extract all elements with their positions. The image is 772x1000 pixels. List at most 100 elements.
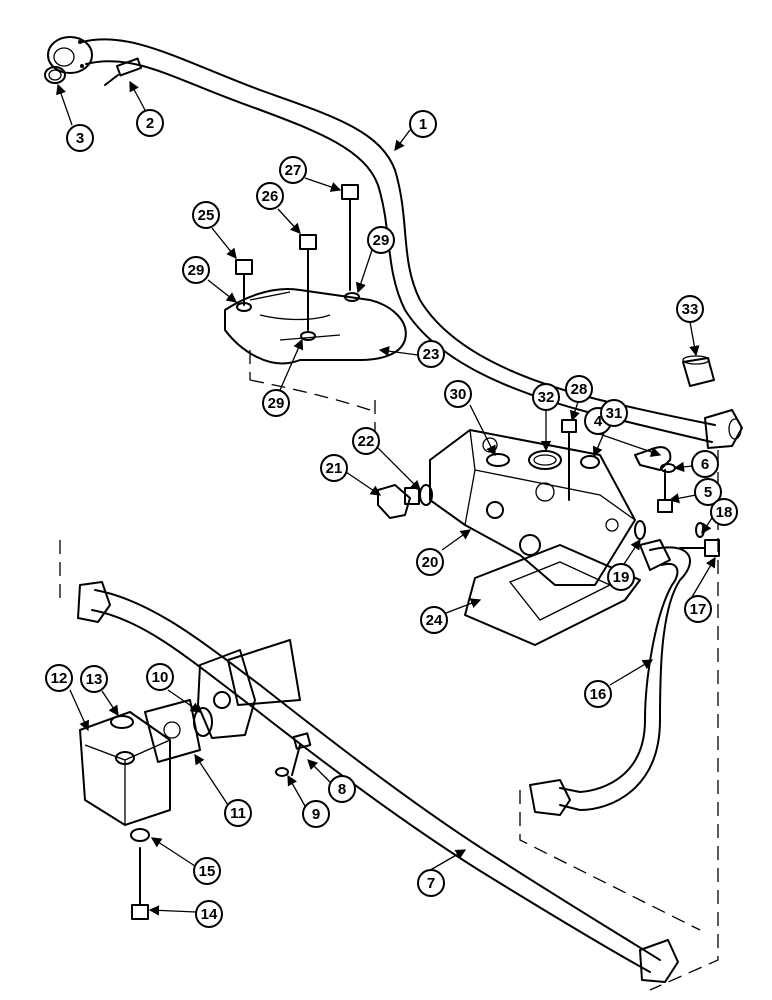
svg-text:3: 3 <box>76 130 84 147</box>
leader-line <box>378 346 419 357</box>
tube-nut-right <box>704 409 743 449</box>
callout-33: 33 <box>676 295 704 323</box>
leader-line <box>441 529 472 551</box>
o-ring-part-13 <box>110 715 134 729</box>
svg-text:25: 25 <box>198 207 215 224</box>
clip-part-4 <box>634 446 672 471</box>
svg-text:5: 5 <box>704 484 712 501</box>
callout-18: 18 <box>710 498 738 526</box>
leader-line <box>569 401 580 422</box>
svg-text:15: 15 <box>199 863 216 880</box>
leader-line <box>445 598 482 614</box>
block-part-12 <box>79 711 171 826</box>
callout-6: 6 <box>691 450 719 478</box>
callout-13: 13 <box>80 665 108 693</box>
callout-32: 32 <box>532 383 560 411</box>
leader-line <box>101 690 119 717</box>
leader-line <box>609 659 654 686</box>
leader-line <box>150 837 196 867</box>
svg-text:12: 12 <box>51 670 68 687</box>
seal-part-22 <box>419 484 433 506</box>
svg-text:27: 27 <box>285 162 302 179</box>
o-ring-part-3 <box>44 66 66 84</box>
callout-12: 12 <box>45 664 73 692</box>
callout-10: 10 <box>146 663 174 691</box>
leader-line <box>211 227 237 260</box>
callout-29-left: 29 <box>182 256 210 284</box>
flange-on-tube-7 <box>197 649 256 739</box>
leader-line <box>307 759 331 783</box>
leader-line <box>701 517 713 535</box>
gasket-part-11 <box>144 699 201 763</box>
svg-text:9: 9 <box>312 806 320 823</box>
callout-3: 3 <box>66 124 94 152</box>
svg-text:11: 11 <box>230 805 246 822</box>
bolt-part-5 <box>657 469 673 513</box>
svg-text:1: 1 <box>419 116 427 133</box>
tube-part-16 <box>529 539 691 816</box>
callout-2: 2 <box>136 109 164 137</box>
callout-14: 14 <box>195 900 223 928</box>
leader-line <box>689 321 700 357</box>
leader-line <box>377 447 421 491</box>
callout-11: 11 <box>224 799 252 827</box>
leader-lines <box>56 80 716 916</box>
leader-line <box>148 905 197 916</box>
callout-29-upper-right: 29 <box>367 226 395 254</box>
svg-text:23: 23 <box>423 346 440 363</box>
washer-part-9 <box>275 767 289 777</box>
washers-part-29 <box>236 292 360 341</box>
bolt-part-27 <box>341 184 359 291</box>
callout-27: 27 <box>279 156 307 184</box>
svg-text:29: 29 <box>188 262 205 279</box>
callout-9: 9 <box>302 800 330 828</box>
assembly-guide-lines <box>59 350 719 991</box>
svg-text:30: 30 <box>450 386 467 403</box>
svg-text:29: 29 <box>373 232 390 249</box>
plug-part-21 <box>377 484 420 519</box>
callout-26: 26 <box>256 182 284 210</box>
svg-text:10: 10 <box>152 669 169 686</box>
callout-16: 16 <box>584 680 612 708</box>
svg-text:18: 18 <box>716 504 733 521</box>
bolt-part-28 <box>561 419 577 501</box>
leader-line <box>304 177 342 192</box>
callout-21: 21 <box>320 454 348 482</box>
leader-line <box>194 753 229 806</box>
leader-line <box>394 129 411 152</box>
o-ring-part-30 <box>486 453 510 467</box>
o-ring-part-19 <box>634 520 646 540</box>
sleeve-part-33 <box>682 355 715 387</box>
leader-line <box>277 208 301 234</box>
o-ring-part-31 <box>580 455 600 469</box>
callout-5: 5 <box>694 478 722 506</box>
bolt-part-14 <box>131 847 149 920</box>
callout-19: 19 <box>607 563 635 591</box>
leader-line <box>56 83 73 126</box>
callout-25: 25 <box>192 201 220 229</box>
leader-line <box>469 404 496 457</box>
callout-17: 17 <box>684 595 712 623</box>
leader-line <box>129 80 146 111</box>
svg-text:26: 26 <box>262 188 279 205</box>
tube-part-1 <box>81 38 716 443</box>
leader-line <box>623 538 641 565</box>
svg-text:16: 16 <box>590 686 607 703</box>
callout-22: 22 <box>352 427 380 455</box>
callout-8: 8 <box>328 775 356 803</box>
callout-20: 20 <box>416 548 444 576</box>
washer-part-15 <box>130 828 150 842</box>
tube-part-7 <box>77 581 679 983</box>
cover-plate-part-23 <box>224 288 407 365</box>
leader-line <box>69 689 90 732</box>
callout-24: 24 <box>420 606 448 634</box>
bolt-part-8 <box>291 732 312 776</box>
svg-text:22: 22 <box>358 433 375 450</box>
washer-part-18 <box>695 522 705 538</box>
callout-1: 1 <box>409 110 437 138</box>
callout-15: 15 <box>193 857 221 885</box>
leader-line <box>287 774 306 807</box>
svg-text:17: 17 <box>690 601 707 618</box>
bolt-part-17 <box>679 539 720 557</box>
